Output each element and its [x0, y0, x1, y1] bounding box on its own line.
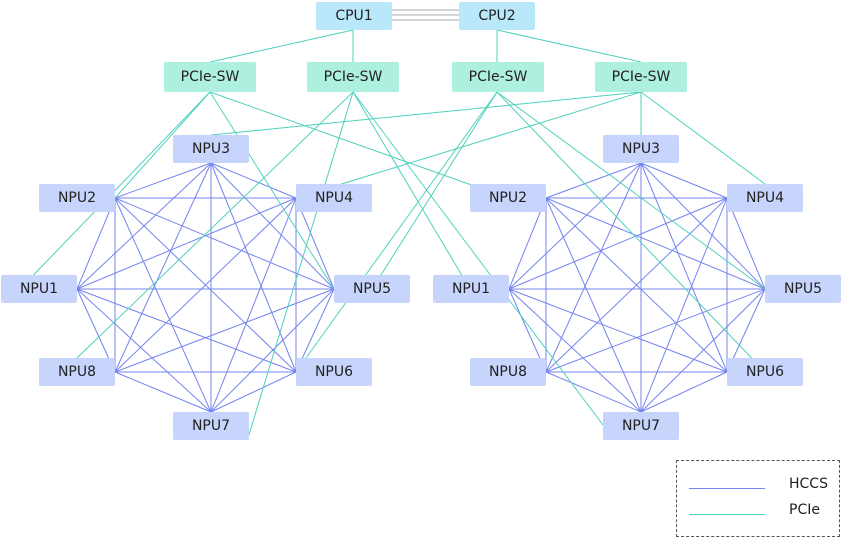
pcie-link-line	[209, 91, 509, 199]
left-npu7[interactable]: NPU7	[173, 412, 249, 440]
pcie-link-line	[352, 91, 604, 426]
cpu2-node[interactable]: CPU2	[459, 2, 535, 30]
hccs-link-line	[76, 288, 297, 373]
right-npu3[interactable]: NPU3	[603, 135, 679, 163]
hccs-link-line	[545, 288, 766, 373]
hccs-link-line	[508, 288, 728, 373]
hccs-link-line	[545, 197, 728, 373]
pcie-link-line	[295, 91, 498, 373]
hccs-link-line	[76, 288, 212, 413]
pcie-link-line	[496, 91, 766, 290]
left-npu8[interactable]: NPU8	[39, 358, 115, 386]
hccs-link-line	[545, 162, 642, 199]
pcie-link-line	[114, 91, 211, 199]
hccs-link-line	[640, 162, 728, 199]
left-npu1[interactable]: NPU1	[1, 275, 77, 303]
pcie-switch-3[interactable]: PCIe-SW	[452, 62, 544, 92]
right-npu5[interactable]: NPU5	[765, 275, 841, 303]
pcie-link-line	[496, 91, 766, 373]
pcie-link-line	[209, 29, 354, 63]
left-npu4[interactable]: NPU4	[296, 184, 372, 212]
right-npu2[interactable]: NPU2	[470, 184, 546, 212]
pcie-link-line	[76, 91, 354, 359]
pcie-switch-2[interactable]: PCIe-SW	[307, 62, 399, 92]
hccs-link-line	[640, 162, 766, 290]
hccs-link-line	[545, 162, 642, 373]
hccs-legend-label: HCCS	[789, 476, 828, 492]
hccs-link-line	[545, 197, 642, 413]
hccs-legend-swatch	[689, 488, 765, 489]
right-npu7[interactable]: NPU7	[603, 412, 679, 440]
hccs-link-line	[508, 197, 547, 290]
hccs-link-line	[114, 162, 212, 373]
pcie-link-line	[371, 91, 498, 290]
legend: HCCS PCIe	[676, 460, 840, 537]
pcie-link-line	[295, 91, 642, 199]
pcie-switch-1[interactable]: PCIe-SW	[164, 62, 256, 92]
hccs-link-line	[210, 371, 297, 413]
left-npu6[interactable]: NPU6	[296, 358, 372, 386]
pcie-legend-swatch	[689, 514, 765, 515]
pcie-legend-label: PCIe	[789, 502, 820, 518]
hccs-link-line	[210, 162, 335, 290]
hccs-link-line	[726, 197, 766, 290]
hccs-link-line	[295, 197, 335, 290]
pcie-link-line	[247, 91, 354, 439]
hccs-link-line	[114, 162, 212, 199]
right-npu8[interactable]: NPU8	[470, 358, 546, 386]
hccs-link-line	[114, 197, 212, 413]
pcie-link-line	[210, 91, 642, 136]
hccs-link-line	[210, 162, 297, 373]
cpu1-node[interactable]: CPU1	[316, 2, 392, 30]
pcie-link-line	[352, 91, 471, 290]
right-npu6[interactable]: NPU6	[727, 358, 803, 386]
hccs-link-line	[640, 197, 728, 413]
hccs-link-line	[640, 162, 728, 373]
hccs-link-line	[114, 288, 335, 373]
pcie-link-line	[19, 91, 211, 290]
left-npu5[interactable]: NPU5	[334, 275, 410, 303]
pcie-link-line	[209, 91, 335, 290]
hccs-link-line	[545, 371, 642, 413]
left-npu3[interactable]: NPU3	[173, 135, 249, 163]
left-npu2[interactable]: NPU2	[39, 184, 115, 212]
hccs-link-line	[545, 197, 766, 290]
pcie-link-line	[640, 91, 766, 185]
right-npu4[interactable]: NPU4	[727, 184, 803, 212]
hccs-link-line	[114, 371, 212, 413]
hccs-link-line	[640, 371, 728, 413]
hccs-link-line	[508, 288, 642, 413]
pcie-switch-4[interactable]: PCIe-SW	[595, 62, 687, 92]
hccs-link-line	[210, 197, 297, 413]
pcie-link-line	[496, 29, 642, 63]
hccs-link-line	[210, 162, 297, 199]
hccs-link-line	[640, 288, 766, 413]
right-npu1[interactable]: NPU1	[433, 275, 509, 303]
hccs-link-line	[114, 197, 297, 373]
hccs-link-line	[76, 197, 116, 290]
hccs-link-line	[210, 288, 335, 413]
